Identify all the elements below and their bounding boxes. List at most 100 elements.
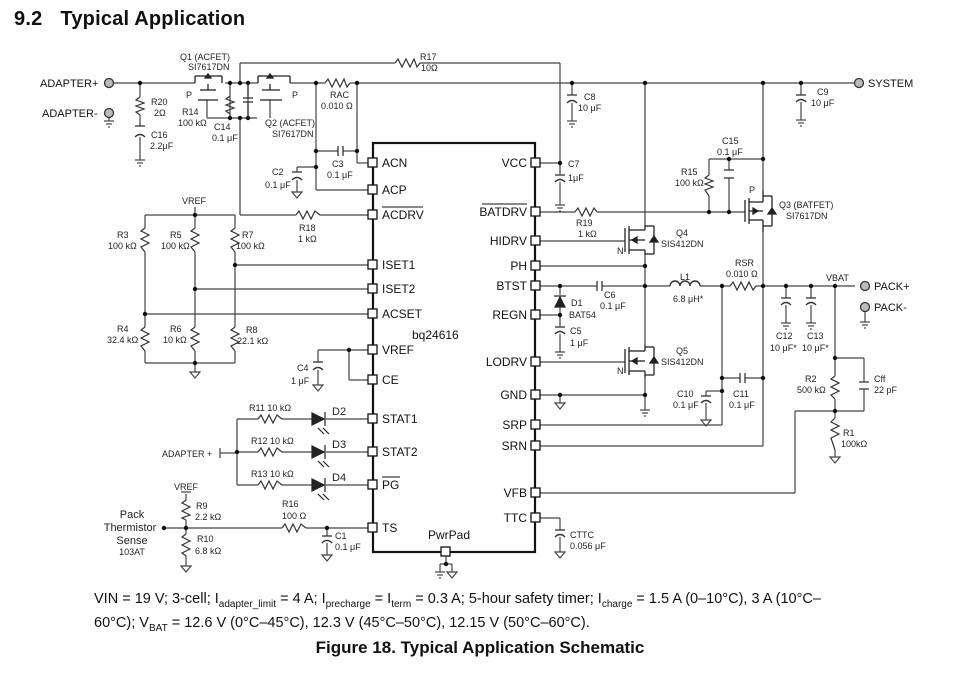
figure-title: Figure 18. Typical Application Schematic — [315, 638, 645, 657]
pin-pwrpad: PwrPad — [428, 528, 470, 542]
led-d2 — [311, 412, 330, 435]
resistor-r9 — [180, 499, 192, 521]
svg-text:103AT: 103AT — [119, 547, 145, 557]
pin-ttc: TTC — [504, 511, 528, 525]
resistor-r19 — [574, 206, 598, 218]
capacitor-c7 — [554, 174, 566, 183]
pin-ph: PH — [510, 259, 527, 273]
svg-text:1μF: 1μF — [568, 173, 584, 183]
resistor-r4 — [139, 326, 151, 352]
svg-text:100 kΩ: 100 kΩ — [236, 241, 265, 251]
capacitor-c12 — [780, 297, 792, 306]
svg-text:32.4 kΩ: 32.4 kΩ — [107, 335, 139, 345]
pin-lodrv: LODRV — [486, 355, 527, 369]
resistor-r7 — [229, 227, 241, 253]
pin-acn: ACN — [382, 156, 407, 170]
svg-text:Cff: Cff — [874, 374, 886, 384]
svg-text:100 kΩ: 100 kΩ — [161, 241, 190, 251]
resistor-r18 — [295, 209, 321, 221]
capacitor-c3 — [337, 146, 344, 156]
net-vbat: VBAT — [826, 273, 849, 283]
svg-text:1 μF: 1 μF — [570, 338, 589, 348]
svg-text:C15: C15 — [722, 136, 739, 146]
pin-ce: CE — [382, 373, 399, 387]
svg-text:C12: C12 — [776, 331, 793, 341]
port-pack-plus: PACK+ — [874, 281, 910, 293]
svg-text:R2: R2 — [805, 374, 817, 384]
svg-text:P: P — [749, 185, 755, 195]
capacitors — [134, 83, 869, 544]
capacitor-c2 — [291, 171, 303, 181]
thermistor-label: Pack Thermistor Sense 103AT — [104, 509, 157, 557]
svg-text:R18: R18 — [299, 223, 316, 233]
resistor-r12 — [257, 446, 283, 458]
svg-text:0.1 μF: 0.1 μF — [265, 180, 291, 190]
svg-text:L1: L1 — [680, 272, 690, 282]
svg-text:SIS412DN: SIS412DN — [661, 239, 704, 249]
svg-text:R12 10 kΩ: R12 10 kΩ — [251, 436, 294, 446]
ic-pin-boxes — [367, 157, 541, 557]
resistor-r15 — [703, 174, 715, 197]
svg-text:100 kΩ: 100 kΩ — [108, 241, 137, 251]
resistor-r2 — [829, 375, 841, 400]
svg-text:R19: R19 — [576, 218, 593, 228]
svg-text:CTTC: CTTC — [570, 530, 594, 540]
ic-right-pins: VCC BATDRV HIDRV PH BTST REGN LODRV GND … — [479, 156, 527, 525]
capacitor-c16 — [134, 125, 146, 138]
net-vref-therm: VREF — [174, 482, 199, 492]
svg-text:R15: R15 — [681, 167, 698, 177]
terminals — [103, 77, 871, 458]
resistor-r3 — [139, 227, 151, 253]
capacitor-c9 — [795, 94, 807, 103]
diodes — [311, 295, 566, 501]
terminal-pack-minus — [859, 301, 871, 313]
svg-text:R6: R6 — [170, 324, 182, 334]
pin-iset1: ISET1 — [382, 258, 416, 272]
svg-text:10 μF*: 10 μF* — [802, 343, 829, 353]
resistor-rac — [324, 77, 351, 89]
svg-text:0.1 μF: 0.1 μF — [335, 542, 361, 552]
svg-text:R13 10 kΩ: R13 10 kΩ — [251, 469, 294, 479]
svg-text:1 μF: 1 μF — [291, 376, 310, 386]
capacitor-c15 — [724, 169, 734, 179]
svg-text:R14: R14 — [182, 107, 199, 117]
svg-text:RSR: RSR — [735, 258, 755, 268]
diode-d1 — [554, 295, 566, 308]
svg-text:SIS412DN: SIS412DN — [661, 357, 704, 367]
capacitor-c1 — [321, 535, 333, 544]
svg-text:C8: C8 — [584, 92, 596, 102]
resistor-r5 — [189, 227, 201, 253]
resistor-r10 — [180, 533, 192, 557]
svg-text:P: P — [292, 90, 298, 100]
svg-text:Pack: Pack — [120, 509, 145, 521]
svg-text:10 μF: 10 μF — [811, 98, 835, 108]
pin-acdrv: ACDRV — [382, 208, 424, 222]
svg-text:D3: D3 — [332, 439, 346, 451]
svg-text:R8: R8 — [246, 325, 258, 335]
mosfet-q5 — [624, 345, 660, 378]
port-adapter-plus: ADAPTER+ — [40, 78, 98, 90]
svg-text:R5: R5 — [170, 230, 182, 240]
mosfet-q4 — [624, 225, 660, 255]
wires — [113, 62, 866, 572]
schematic: bq24616 ACN ACP ACDRV ISET1 ISET2 ACSET … — [40, 52, 913, 579]
port-pack-minus: PACK- — [874, 302, 907, 314]
svg-text:2Ω: 2Ω — [154, 108, 166, 118]
port-adapter-minus: ADAPTER- — [42, 108, 98, 120]
svg-text:6.8 kΩ: 6.8 kΩ — [195, 546, 222, 556]
svg-text:R9: R9 — [196, 501, 208, 511]
resistor-r17 — [394, 57, 421, 69]
svg-text:Q2 (ACFET): Q2 (ACFET) — [265, 118, 315, 128]
resistor-r6 — [189, 326, 201, 352]
svg-text:R4: R4 — [117, 324, 129, 334]
svg-text:SI7617DN: SI7617DN — [272, 129, 314, 139]
svg-text:0.1 μF: 0.1 μF — [212, 133, 238, 143]
svg-text:C7: C7 — [568, 159, 580, 169]
pin-srp: SRP — [502, 418, 527, 432]
svg-text:22 pF: 22 pF — [874, 385, 898, 395]
svg-text:10 μF*: 10 μF* — [770, 343, 797, 353]
section-number: 9.2 — [14, 8, 43, 30]
svg-text:R1: R1 — [843, 428, 855, 438]
svg-text:D1: D1 — [571, 298, 583, 308]
